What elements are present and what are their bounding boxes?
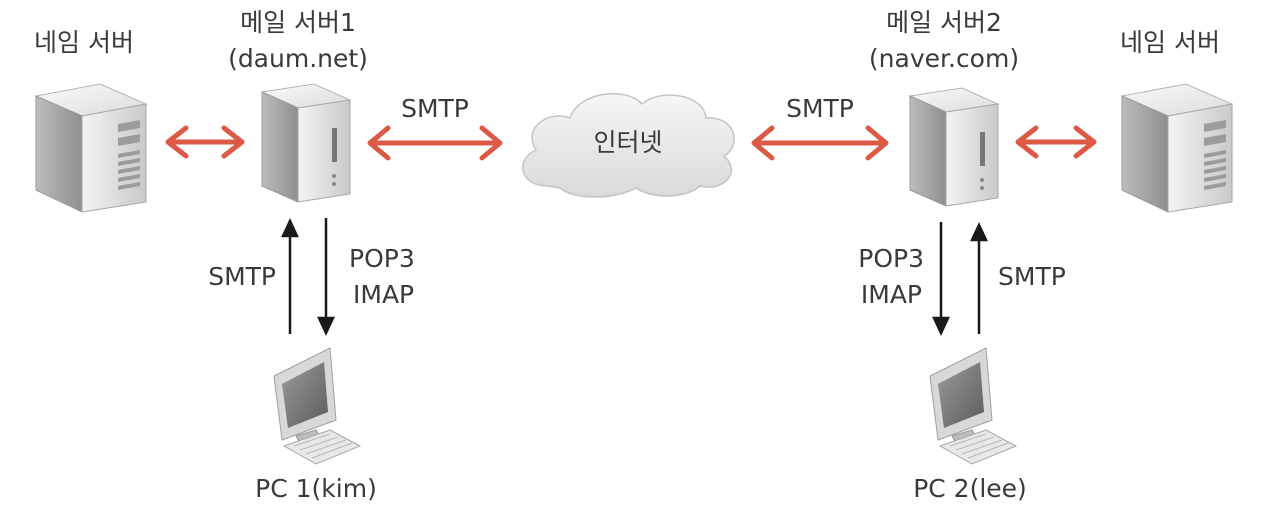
arrow-pc1-smtp-up (281, 218, 299, 334)
pc2-down-protocol-label-1: POP3 (858, 244, 924, 273)
pc1-up-protocol-label: SMTP (208, 262, 276, 291)
name-server-right-label: 네임 서버 (1120, 28, 1220, 57)
mail-server1-title: 메일 서버1 (240, 8, 356, 37)
pc1-label: PC 1(kim) (255, 474, 377, 503)
pc1-icon (273, 347, 362, 465)
pc2-icon (929, 347, 1018, 465)
arrow-pc1-pop3-down (317, 218, 335, 336)
pc2-label: PC 2(lee) (913, 474, 1027, 503)
name-server-left-label: 네임 서버 (34, 28, 134, 57)
smtp-right-internet-label: SMTP (786, 94, 854, 123)
mail-server2-title: 메일 서버2 (886, 8, 1002, 37)
arrow-nameserver1-mailserver1 (165, 125, 245, 159)
arrow-internet-mailserver2 (751, 125, 889, 161)
arrow-mailserver2-nameserver2 (1015, 125, 1097, 159)
mail-server1-domain: (daum.net) (228, 44, 368, 73)
mail-server2-domain: (naver.com) (868, 44, 1020, 73)
mail-server2-icon (908, 87, 1000, 207)
arrow-pc2-smtp-up (970, 222, 988, 334)
arrow-pc2-pop3-down (932, 222, 950, 336)
smtp-left-internet-label: SMTP (401, 94, 469, 123)
arrow-mailserver1-internet (367, 125, 503, 161)
pc1-down-protocol-label-2: IMAP (353, 280, 415, 309)
internet-label: 인터넷 (593, 128, 663, 157)
pc1-down-protocol-label-1: POP3 (349, 244, 415, 273)
internet-cloud-icon (521, 92, 735, 198)
name-server-right-icon (1120, 83, 1234, 213)
mail-server1-icon (260, 83, 352, 203)
pc2-up-protocol-label: SMTP (998, 262, 1066, 291)
name-server-left-icon (34, 83, 148, 213)
pc2-down-protocol-label-2: IMAP (860, 280, 922, 309)
